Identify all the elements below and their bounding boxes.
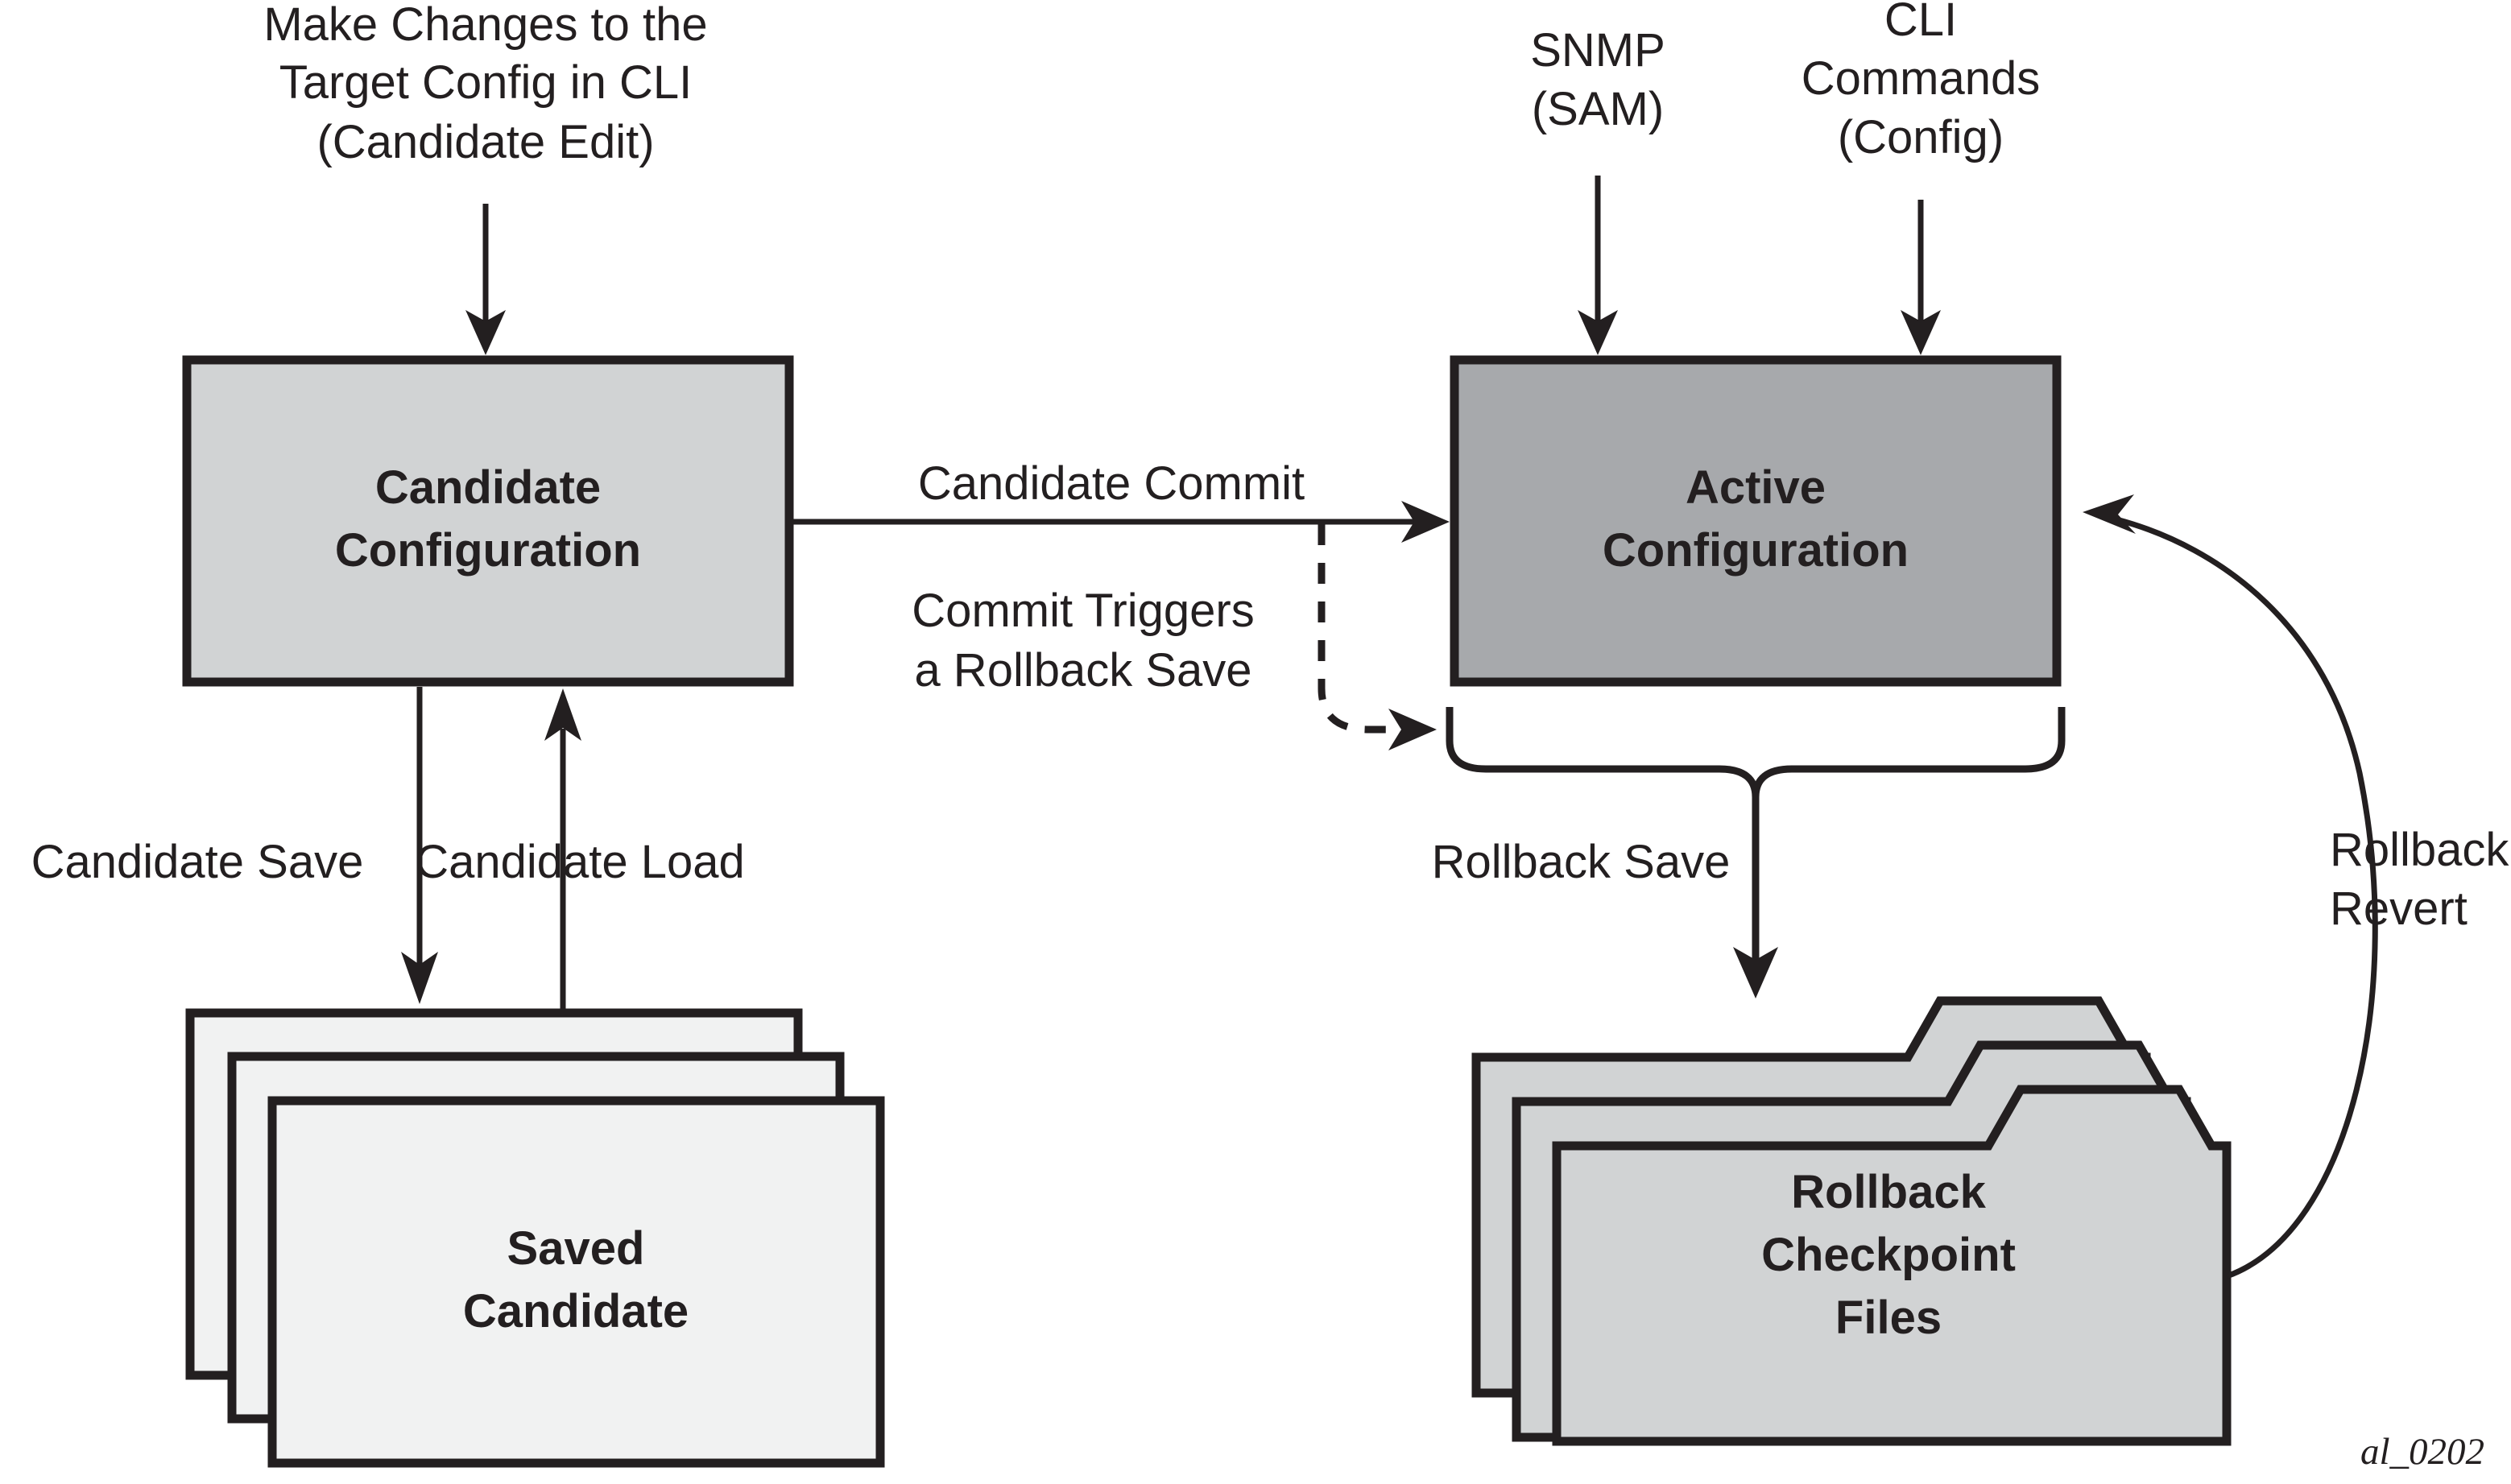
input-label-snmp: SNMP (SAM) (1530, 24, 1665, 135)
input-label-cli-commands: CLI Commands (Config) (1802, 0, 2041, 163)
edge-candidate-load: Candidate Load (415, 688, 745, 1009)
rollback-checkpoint-label-line-3: Files (1835, 1292, 1942, 1344)
rollback-checkpoint-label-line-2: Checkpoint (1761, 1229, 2016, 1281)
commit-triggers-label-line-1: Commit Triggers (912, 585, 1254, 637)
rollback-revert-label-line-2: Revert (2330, 883, 2468, 935)
node-active-configuration[interactable]: Active Configuration (1450, 355, 2062, 687)
edge-rollback-revert: Rollback Revert (2083, 494, 2509, 1279)
active-configuration-label-line-2: Configuration (1603, 524, 1909, 577)
edge-commit-triggers-rollback-save: Commit Triggers a Rollback Save (912, 524, 1437, 750)
edge-candidate-commit: Candidate Commit (793, 457, 1450, 543)
active-configuration-brace (1446, 707, 2066, 798)
arrow-cli-commands-to-active-config (1901, 200, 1941, 355)
rollback-folder-front (1552, 1085, 2232, 1446)
rollback-save-label: Rollback Save (1432, 836, 1731, 888)
candidate-configuration-label-line-1: Candidate (375, 461, 601, 514)
active-configuration-label-line-1: Active (1686, 461, 1826, 514)
candidate-commit-label: Candidate Commit (918, 457, 1305, 510)
edge-rollback-save: Rollback Save (1432, 793, 1778, 998)
saved-candidate-label-line-1: Saved (507, 1222, 645, 1275)
candidate-edit-line-2: Target Config in CLI (279, 56, 693, 109)
rollback-revert-label-line-1: Rollback (2330, 824, 2509, 876)
snmp-line-2: (SAM) (1532, 83, 1664, 135)
edge-candidate-save: Candidate Save (31, 687, 438, 1004)
candidate-load-label: Candidate Load (415, 836, 745, 888)
node-saved-candidate[interactable]: Saved Candidate (185, 1008, 885, 1468)
node-candidate-configuration[interactable]: Candidate Configuration (182, 355, 794, 687)
saved-candidate-page-front (267, 1096, 885, 1468)
figure-id-label: al_0202 (2360, 1431, 2484, 1473)
rollback-checkpoint-label-line-1: Rollback (1791, 1166, 1986, 1218)
node-rollback-checkpoint-files[interactable]: Rollback Checkpoint Files (1471, 996, 2232, 1446)
candidate-edit-line-1: Make Changes to the (263, 0, 707, 51)
commit-triggers-label-line-2: a Rollback Save (914, 644, 1251, 697)
candidate-edit-line-3: (Candidate Edit) (316, 116, 654, 168)
input-label-candidate-edit: Make Changes to the Target Config in CLI… (263, 0, 707, 168)
cli-commands-line-2: Commands (1802, 52, 2041, 105)
cli-commands-line-3: (Config) (1838, 111, 2004, 163)
saved-candidate-label-line-2: Candidate (463, 1285, 689, 1337)
cli-commands-line-1: CLI (1884, 0, 1957, 46)
snmp-line-1: SNMP (1530, 24, 1665, 76)
arrow-candidate-edit-to-candidate-config (465, 204, 506, 355)
candidate-save-label: Candidate Save (31, 836, 364, 888)
candidate-configuration-label-line-2: Configuration (335, 524, 641, 577)
arrow-snmp-to-active-config (1578, 176, 1618, 355)
